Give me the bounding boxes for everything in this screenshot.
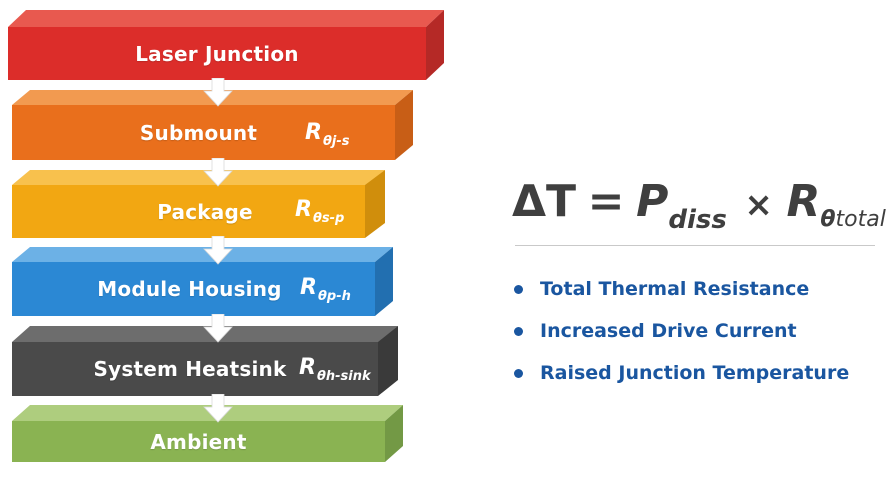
formula-divider xyxy=(515,245,875,246)
resistance-label: Rθj-s xyxy=(305,120,350,149)
layer-label: System Heatsink xyxy=(93,357,287,381)
formula-equals: = xyxy=(587,176,625,227)
resistance-label: Rθs-p xyxy=(295,197,345,226)
formula-r-subscript: θtotal xyxy=(820,207,886,232)
layer-module-housing: Module Housing Rθp-h xyxy=(12,247,393,316)
thermal-formula: ΔT = Pdiss × Rθtotal xyxy=(512,176,886,235)
formula-times: × xyxy=(744,185,773,225)
resistance-label: Rθp-h xyxy=(300,275,351,304)
layer-package: Package Rθs-p xyxy=(12,170,385,238)
layer-label: Module Housing xyxy=(97,277,282,301)
layer-label: Laser Junction xyxy=(135,41,299,66)
formula-delta-t: ΔT xyxy=(512,176,577,227)
layer-system-heatsink: System Heatsink Rθh-sink xyxy=(12,326,398,396)
resistance-label: Rθh-sink xyxy=(299,355,371,384)
bullet-item: Increased Drive Current xyxy=(512,317,849,359)
down-arrow-icon xyxy=(203,314,233,344)
layer-laser-junction: Laser Junction xyxy=(8,10,444,80)
formula-p-subscript: diss xyxy=(668,205,727,235)
bullet-list: Total Thermal Resistance Increased Drive… xyxy=(512,275,849,401)
bullet-dot-icon xyxy=(514,285,523,294)
bullet-dot-icon xyxy=(514,327,523,336)
down-arrow-icon xyxy=(203,394,233,424)
layer-label: Submount xyxy=(139,120,258,145)
layer-label: Ambient xyxy=(150,429,247,454)
down-arrow-icon xyxy=(203,78,233,108)
layer-submount: Submount Rθj-s xyxy=(12,90,413,160)
down-arrow-icon xyxy=(203,236,233,266)
formula-r: R xyxy=(786,176,821,227)
formula-p: P xyxy=(636,176,669,227)
thermal-stack-diagram: Laser Junction Submount Rθj-s Package Rθ… xyxy=(8,0,460,462)
layer-ambient: Ambient xyxy=(12,405,403,462)
down-arrow-icon xyxy=(203,158,233,188)
bullet-item: Raised Junction Temperature xyxy=(512,359,849,401)
layer-label: Package xyxy=(157,199,253,224)
bullet-dot-icon xyxy=(514,369,523,378)
bullet-item: Total Thermal Resistance xyxy=(512,275,849,317)
